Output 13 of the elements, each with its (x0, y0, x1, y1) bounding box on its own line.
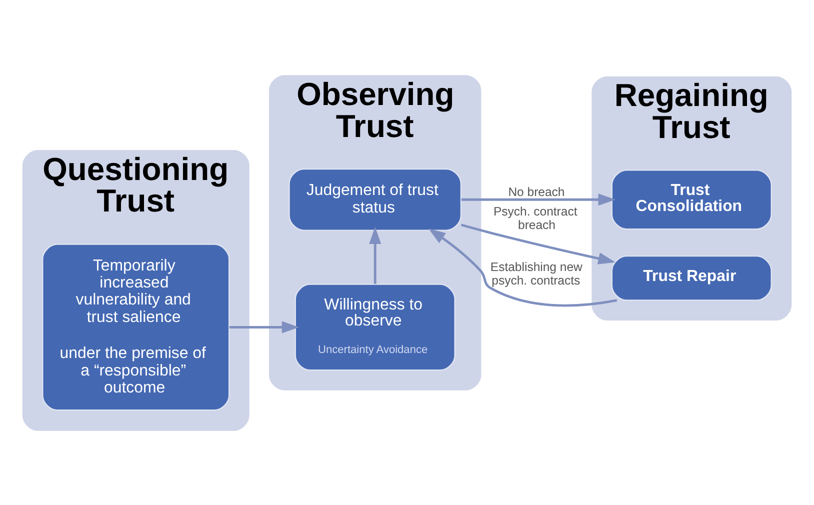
edge-label: No breach (508, 184, 565, 198)
node-box: Willingness to observe Uncertainty Avoidance (294, 283, 456, 370)
arrow (369, 226, 382, 284)
node-box: Trust Repair (611, 254, 772, 300)
edge-label: Establishing new psych. contracts (490, 259, 582, 287)
arrow (461, 193, 616, 206)
edge-label: Psych. contract breach (493, 204, 578, 232)
arrow (428, 228, 618, 306)
node-box: Trust Consolidation (611, 169, 772, 230)
arrow (229, 320, 300, 333)
node-box: Judgement of trust status (288, 168, 462, 230)
node-box: Temporarily increased vulnerability and trust salience under the premise of a “responsible” outcome (42, 243, 230, 410)
arrow (460, 223, 616, 264)
